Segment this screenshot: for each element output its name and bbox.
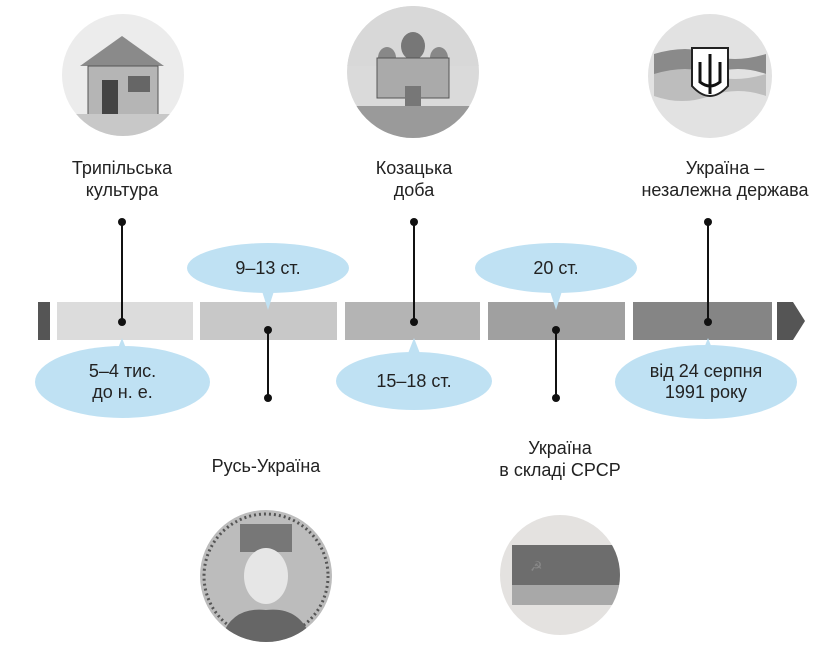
date-text: до н. е. bbox=[92, 382, 153, 402]
timeline-dot-2 bbox=[264, 326, 272, 334]
bubble-tail bbox=[549, 288, 563, 310]
date-bubble-1: 5–4 тис.до н. е. bbox=[35, 346, 210, 418]
event-title-2: Русь-Україна bbox=[211, 456, 321, 476]
connector-line-4 bbox=[555, 330, 557, 398]
date-bubble-2: 9–13 ст. bbox=[187, 243, 349, 293]
ussr-flag-icon: ☭ bbox=[500, 515, 620, 635]
timeline-segment-5 bbox=[633, 302, 772, 340]
cossack-church-icon bbox=[347, 6, 479, 138]
date-bubble-3: 15–18 ст. bbox=[336, 352, 492, 410]
event-title-5: Україна –незалежна держава bbox=[641, 158, 809, 200]
connector-line-2 bbox=[267, 330, 269, 398]
date-text: 20 ст. bbox=[533, 257, 579, 278]
connector-end-dot-5 bbox=[704, 218, 712, 226]
date-text: 5–4 тис. bbox=[88, 361, 157, 381]
bubble-tail bbox=[261, 288, 275, 310]
connector-line-1 bbox=[121, 222, 123, 322]
date-text: 1991 року bbox=[664, 382, 748, 402]
connector-line-5 bbox=[707, 222, 709, 322]
connector-end-dot-2 bbox=[264, 394, 272, 402]
connector-line-3 bbox=[413, 222, 415, 322]
bubble-tail bbox=[407, 338, 421, 356]
connector-end-dot-1 bbox=[118, 218, 126, 226]
timeline-dot-4 bbox=[552, 326, 560, 334]
connector-end-dot-4 bbox=[552, 394, 560, 402]
connector-end-dot-3 bbox=[410, 218, 418, 226]
svg-text:☭: ☭ bbox=[530, 559, 543, 575]
timeline-start-cap bbox=[38, 302, 50, 340]
date-text: 15–18 ст. bbox=[376, 370, 452, 391]
ukraine-trident-flag-icon bbox=[648, 14, 772, 138]
date-text: від 24 серпня bbox=[649, 361, 763, 381]
timeline-arrow-icon bbox=[777, 302, 805, 340]
date-bubble-4: 20 ст. bbox=[475, 243, 637, 293]
timeline-dot-5 bbox=[704, 318, 712, 326]
timeline-dot-3 bbox=[410, 318, 418, 326]
trypillia-house-icon bbox=[62, 14, 184, 136]
date-text: 9–13 ст. bbox=[235, 257, 301, 278]
princess-portrait-icon bbox=[200, 510, 332, 642]
timeline-dot-1 bbox=[118, 318, 126, 326]
